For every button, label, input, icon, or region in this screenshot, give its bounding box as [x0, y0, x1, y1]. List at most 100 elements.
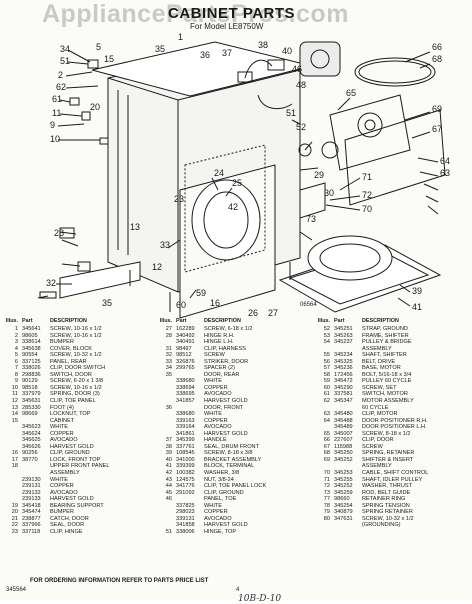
cell-illus: 13: [11, 404, 18, 411]
cell-illus: 31: [165, 345, 172, 352]
cell-part: 345624: [22, 430, 41, 437]
cell-part: 238877: [22, 515, 41, 522]
cell-part: 337125: [22, 358, 41, 365]
cell-part: 239132: [22, 489, 41, 496]
cell-part: 98497: [176, 345, 192, 352]
callout-38: 42: [228, 202, 238, 212]
column-header: Illus. Part DESCRIPTION: [159, 318, 241, 324]
cell-desc: CLIP, TOE PANEL LOCK: [204, 483, 267, 490]
cell-part: 172456: [334, 371, 353, 378]
callout-34: 38: [258, 40, 268, 50]
cell-illus: 68: [323, 450, 330, 457]
cell-desc: SPACER (2): [204, 365, 235, 372]
cell-desc: ROD, BELT GUIDE: [362, 489, 411, 496]
cell-part: 339163: [176, 417, 195, 424]
cell-illus: 72: [323, 483, 330, 490]
cell-illus: 17: [11, 456, 18, 463]
cell-illus: 73: [323, 489, 330, 496]
cell-desc: WHITE: [204, 378, 223, 385]
cell-part: 326876: [176, 358, 195, 365]
callout-36: 40: [282, 46, 292, 56]
callout-15: 15: [104, 54, 114, 64]
cell-illus: 63: [323, 411, 330, 418]
cell-part: 337761: [176, 443, 195, 450]
cell-desc: BEARING SUPPORT: [50, 502, 104, 509]
cell-illus: 60: [323, 384, 330, 391]
callout-58: 68: [432, 54, 442, 64]
cell-part: 345007: [334, 430, 353, 437]
table-row: (GROUNDING): [316, 522, 470, 529]
cell-part: 38770: [22, 456, 38, 463]
cell-illus: 54: [323, 339, 330, 346]
cell-desc: NUT, 3/8-24: [204, 476, 234, 483]
table-row: ASSEMBLY: [4, 470, 154, 477]
callout-39: 46: [292, 64, 302, 74]
cell-desc: SCREW, 10-32 x 1/2: [50, 352, 102, 359]
callout-54: 64: [440, 156, 450, 166]
cell-desc: WHITE: [50, 476, 69, 483]
cell-desc: HANDLE: [204, 437, 227, 444]
cell-desc: BUMPER: [50, 339, 74, 346]
cell-desc: FOOT (4): [50, 404, 74, 411]
cell-illus: 28: [165, 332, 172, 339]
table-row: 60 CYCLE: [316, 405, 470, 412]
cell-part: [334, 522, 362, 529]
callout-13: 13: [130, 222, 140, 232]
cell-part: 239130: [22, 476, 41, 483]
callout-61: 71: [362, 172, 372, 182]
cell-desc: SCREW, 10-16 x 1/2: [50, 326, 102, 332]
cell-desc: MOTOR ASSEMBLY: [362, 398, 414, 405]
cell-illus: 70: [323, 470, 330, 477]
callout-51: 61: [52, 94, 62, 104]
cell-desc: DOOR, FRONT: [204, 404, 244, 411]
cell-desc: CLIP, DOOR: [362, 437, 394, 444]
cell-desc: CLIP, DOOR SWITCH: [50, 365, 106, 372]
cell-illus: 46: [165, 496, 172, 503]
callout-30: 32: [46, 278, 56, 288]
callout-35: 39: [412, 286, 422, 296]
cell-desc: UPPER FRONT PANEL: [50, 463, 110, 470]
cell-part: 285330: [22, 404, 41, 411]
cell-illus: 71: [323, 476, 330, 483]
callout-12: 12: [152, 262, 162, 272]
cell-illus: 9: [14, 378, 18, 385]
exploded-parts-diagram: 34 51 2 62 61 11 9 10 5 15 20 1 35 36 37…: [37, 32, 450, 319]
cell-part: 239131: [22, 483, 41, 490]
cell-illus: 41: [165, 463, 172, 470]
callout-4: 51: [60, 56, 70, 66]
cell-desc: RETAINER RING: [362, 496, 406, 503]
cell-desc: COPPER: [50, 430, 74, 437]
cell-desc: PANEL, TOE: [204, 496, 237, 503]
cell-desc: HINGE L.H.: [204, 339, 234, 346]
cell-desc: 60 CYCLE: [362, 404, 389, 411]
table-row: 46 PANEL, TOE: [158, 496, 308, 503]
cell-desc: WHITE: [204, 411, 223, 418]
cell-part: 345251: [334, 326, 353, 332]
cell-part: 239133: [22, 496, 41, 503]
diagram-part-code: 06564: [300, 302, 317, 308]
callout-53: 63: [440, 168, 450, 178]
callout-31b: 35: [102, 298, 112, 308]
cell-illus: 66: [323, 437, 330, 444]
table-row: 345624 COPPER: [4, 431, 154, 438]
cell-desc: BASE, MOTOR: [362, 365, 401, 372]
